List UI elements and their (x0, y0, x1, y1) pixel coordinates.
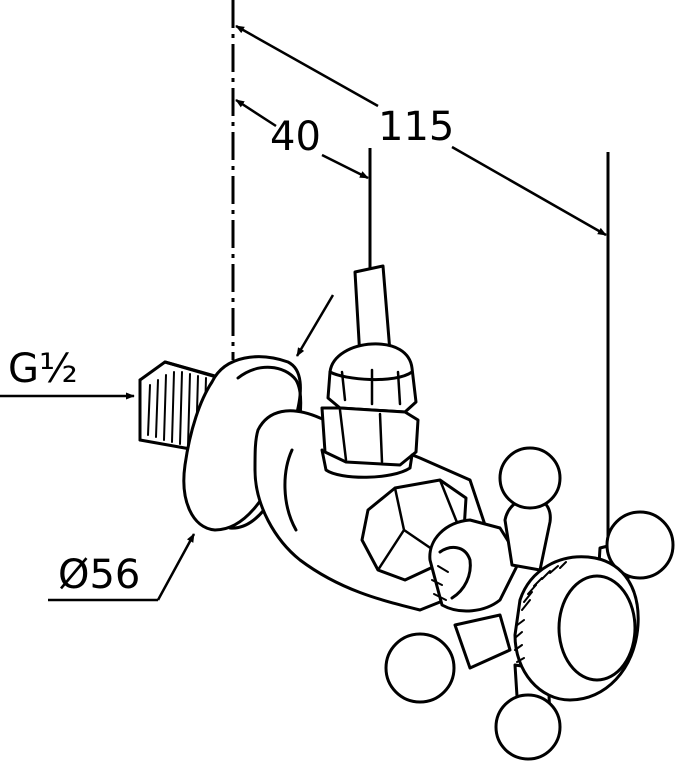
thread-label: G½ (8, 346, 78, 392)
angle-valve (138, 264, 675, 761)
outlet-hex-nut (320, 406, 420, 467)
dimension-40 (235, 98, 369, 180)
dimension-label-40: 40 (270, 114, 321, 160)
dimension-115 (235, 24, 607, 237)
diameter-leader (48, 533, 196, 602)
flange-leader (295, 294, 335, 357)
dimension-label-115: 115 (378, 104, 454, 150)
outlet-collar (320, 448, 414, 479)
diameter-label: Ø56 (58, 552, 140, 598)
cross-handle (384, 446, 675, 761)
compression-nut (326, 342, 418, 414)
